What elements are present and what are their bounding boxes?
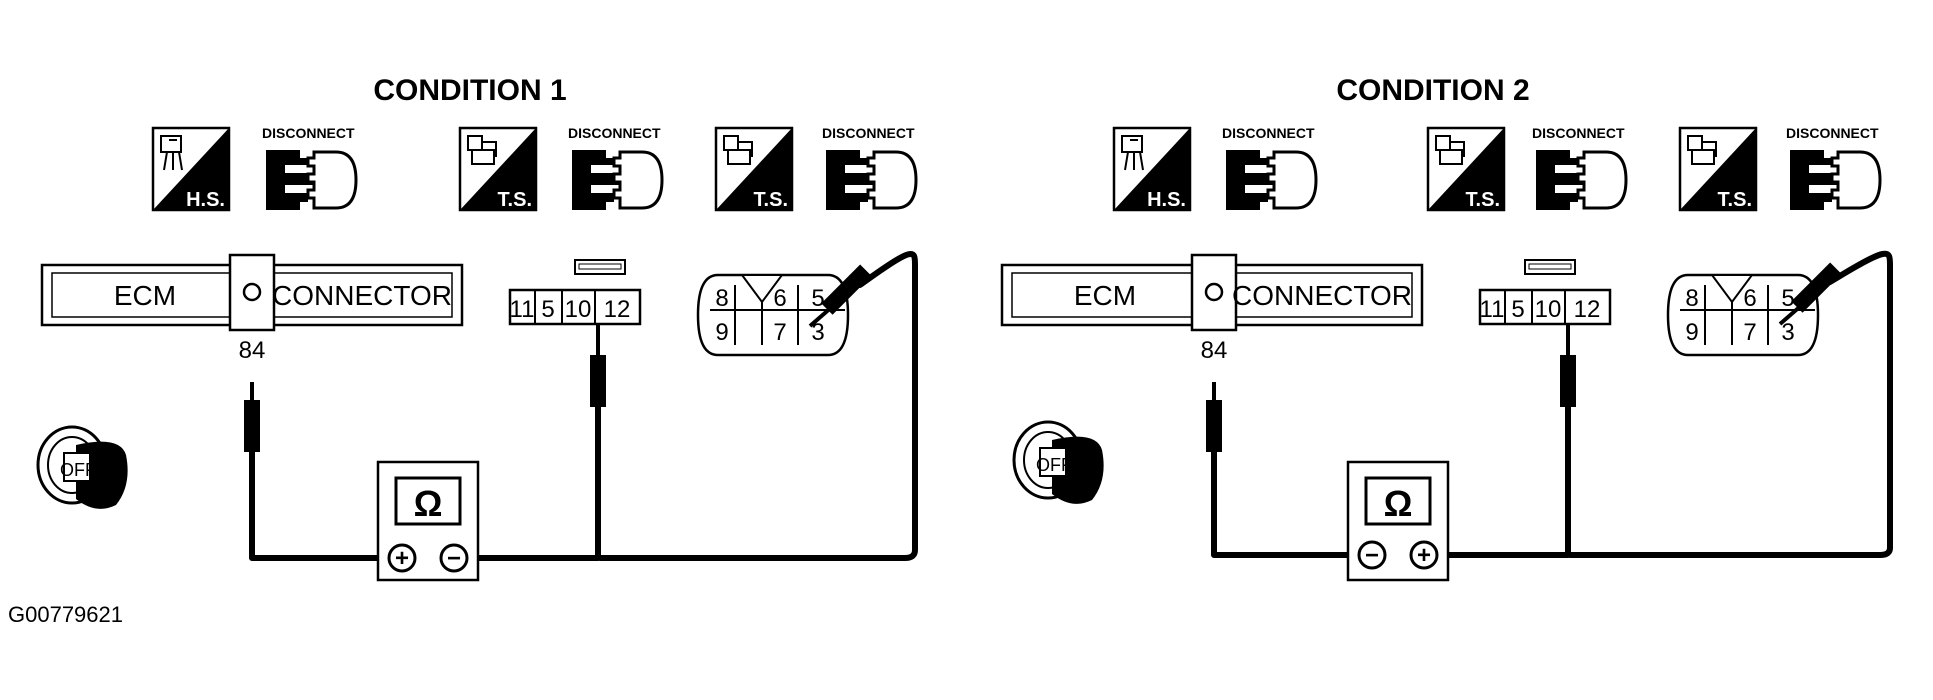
svg-text:DISCONNECT: DISCONNECT [1222, 125, 1315, 141]
svg-text:ECM: ECM [1074, 280, 1136, 311]
ecm-pin-label: 84 [239, 337, 266, 364]
svg-text:3: 3 [811, 319, 824, 346]
svg-text:+: + [1417, 542, 1431, 569]
condition-1: CONDITION 1 H.S. DISCONNECT T.S. DISCONN… [36, 74, 918, 582]
disconnect-icon: DISCONNECT [1786, 125, 1882, 212]
svg-text:8: 8 [1685, 285, 1698, 312]
svg-text:11: 11 [1480, 296, 1505, 323]
disconnect-icon: DISCONNECT [1222, 125, 1318, 212]
probe-tip [244, 400, 260, 452]
svg-text:9: 9 [1685, 319, 1698, 346]
svg-text:DISCONNECT: DISCONNECT [262, 125, 355, 141]
svg-text:Ω: Ω [1384, 483, 1413, 524]
ecm-connector: ECM CONNECTOR 84 [1000, 253, 1424, 364]
disconnect-icon: DISCONNECT [568, 125, 664, 212]
svg-text:T.S.: T.S. [1718, 189, 1752, 211]
probe-tip [821, 264, 872, 315]
svg-text:12: 12 [1574, 296, 1601, 323]
svg-text:Ω: Ω [414, 483, 443, 524]
probe-tip [590, 355, 606, 407]
disconnect-icon: DISCONNECT [822, 125, 918, 212]
ignition-key-icon: OFF [1012, 420, 1106, 506]
probe-tip [1791, 262, 1842, 313]
svg-text:DISCONNECT: DISCONNECT [1532, 125, 1625, 141]
disconnect-icon: DISCONNECT [1532, 125, 1628, 212]
condition-title: CONDITION 1 [373, 74, 566, 107]
ignition-key-icon: OFF [36, 425, 130, 511]
svg-text:DISCONNECT: DISCONNECT [1786, 125, 1879, 141]
svg-text:T.S.: T.S. [498, 189, 532, 211]
svg-text:H.S.: H.S. [1147, 189, 1186, 211]
svg-text:12: 12 [604, 296, 631, 323]
svg-text:5: 5 [541, 296, 554, 323]
svg-text:10: 10 [565, 296, 592, 323]
svg-text:DISCONNECT: DISCONNECT [822, 125, 915, 141]
figure-id: G00779621 [8, 602, 123, 627]
svg-text:OFF: OFF [60, 460, 96, 480]
connector-a: 11 5 10 12 [508, 259, 642, 326]
svg-text:11: 11 [510, 296, 535, 323]
svg-text:−: − [1365, 542, 1379, 569]
svg-text:−: − [447, 545, 461, 572]
svg-text:8: 8 [715, 285, 728, 312]
svg-text:CONNECTOR: CONNECTOR [1232, 280, 1412, 311]
svg-text:6: 6 [773, 285, 786, 312]
probe-tip [1206, 400, 1222, 452]
connector-a: 11 5 10 12 [1478, 259, 1612, 326]
svg-text:T.S.: T.S. [754, 189, 788, 211]
ohmmeter: Ω + − [376, 460, 480, 582]
svg-text:OFF: OFF [1036, 455, 1072, 475]
svg-text:+: + [395, 545, 409, 572]
terminal-side-icon: T.S. [1426, 126, 1506, 212]
terminal-side-icon: T.S. [458, 126, 538, 212]
probe-tip [1560, 355, 1576, 407]
ecm-pin-label: 84 [1201, 337, 1228, 364]
condition-2: CONDITION 2 H.S. DISCONNECT T.S. DISCONN… [1000, 74, 1893, 582]
connector-b: 8 6 5 9 7 3 [1666, 273, 1820, 357]
svg-text:CONNECTOR: CONNECTOR [272, 280, 452, 311]
svg-text:5: 5 [1511, 296, 1524, 323]
svg-text:10: 10 [1535, 296, 1562, 323]
svg-text:7: 7 [773, 319, 786, 346]
svg-text:9: 9 [715, 319, 728, 346]
harness-side-icon: H.S. [1112, 126, 1192, 212]
condition-title: CONDITION 2 [1336, 74, 1529, 107]
svg-text:3: 3 [1781, 319, 1794, 346]
terminal-side-icon: T.S. [1678, 126, 1758, 212]
svg-text:ECM: ECM [114, 280, 176, 311]
terminal-side-icon: T.S. [714, 126, 794, 212]
svg-text:T.S.: T.S. [1466, 189, 1500, 211]
svg-text:6: 6 [1743, 285, 1756, 312]
ecm-connector: ECM CONNECTOR 84 [40, 253, 464, 364]
disconnect-icon: DISCONNECT [262, 125, 358, 212]
icon-abbr: H.S. [186, 189, 225, 211]
svg-text:5: 5 [811, 285, 824, 312]
ohmmeter: Ω − + [1346, 460, 1450, 582]
svg-text:5: 5 [1781, 285, 1794, 312]
harness-side-icon: H.S. [151, 126, 231, 212]
svg-text:7: 7 [1743, 319, 1756, 346]
svg-text:DISCONNECT: DISCONNECT [568, 125, 661, 141]
connector-b: 8 6 5 9 7 3 [696, 273, 850, 357]
